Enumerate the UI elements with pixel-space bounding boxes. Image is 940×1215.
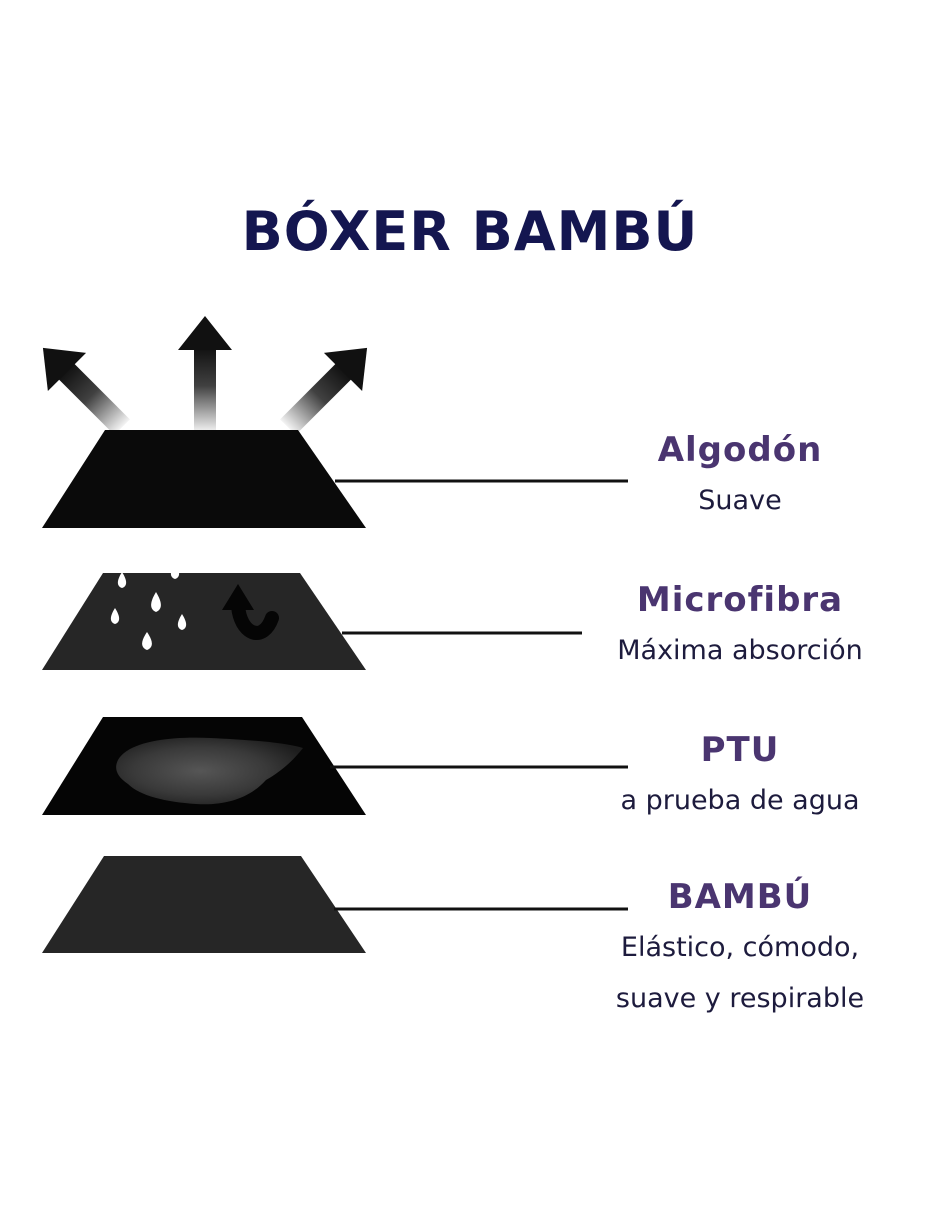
layer-description: suave y respirable xyxy=(615,983,865,1014)
label-ptu: PTU a prueba de agua xyxy=(580,725,900,826)
layer-description: Máxima absorción xyxy=(617,635,863,666)
layer-microfibra-shape xyxy=(42,573,366,670)
layer-name: PTU xyxy=(700,730,780,770)
arrow-up-icon xyxy=(178,316,232,432)
layer-algodon xyxy=(42,430,628,528)
layer-name: Microfibra xyxy=(636,580,844,620)
breathable-arrows-icon xyxy=(42,316,368,435)
layer-name: Algodón xyxy=(657,430,823,470)
layer-microfibra xyxy=(42,563,582,670)
water-drops-icon xyxy=(110,563,187,650)
layer-name: BAMBÚ xyxy=(667,877,813,917)
layer-description: a prueba de agua xyxy=(620,785,860,816)
water-puddle-icon xyxy=(116,737,303,805)
arrow-up-right-icon xyxy=(280,347,368,435)
layer-description: Elástico, cómodo, xyxy=(620,932,860,963)
label-bambu: BAMBÚ Elástico, cómodo, suave y respirab… xyxy=(580,872,900,1024)
label-algodon: Algodón Suave xyxy=(580,425,900,526)
layer-bambu-shape xyxy=(42,856,366,953)
absorption-arrow-icon xyxy=(222,584,279,640)
layer-bambu xyxy=(42,856,628,953)
arrow-up-left-icon xyxy=(42,347,130,435)
layer-ptu xyxy=(42,717,628,815)
label-microfibra: Microfibra Máxima absorción xyxy=(580,575,900,676)
layer-description: Suave xyxy=(698,485,782,516)
page-title: BÓXER BAMBÚ xyxy=(241,200,699,263)
layer-algodon-shape xyxy=(42,430,366,528)
